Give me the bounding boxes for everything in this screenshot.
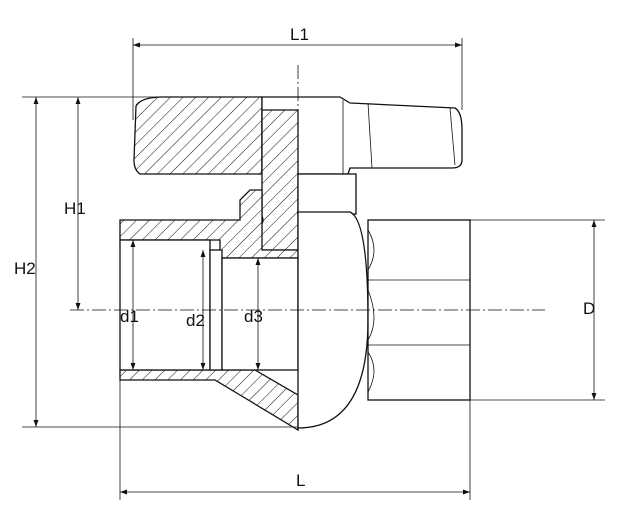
extension-lines: [22, 38, 605, 500]
label-D: D: [583, 299, 595, 318]
dimension-labels: L1 L H2 H1 D d1 d2 d3: [14, 25, 595, 490]
label-d2: d2: [186, 311, 205, 330]
ball: [297, 211, 369, 429]
label-L: L: [296, 471, 305, 490]
stem-neck: [297, 173, 357, 215]
bore-d1: [119, 239, 211, 371]
label-d3: d3: [244, 307, 263, 326]
handle-section: [133, 96, 263, 175]
handle-body: [261, 96, 463, 175]
label-H2: H2: [14, 259, 36, 278]
body-bottom-wall: [119, 369, 299, 432]
label-d1: d1: [120, 307, 139, 326]
handle: [133, 96, 463, 175]
dimension-lines: [33, 42, 597, 495]
label-L1: L1: [290, 25, 309, 44]
stem: [248, 109, 357, 251]
label-H1: H1: [64, 199, 86, 218]
